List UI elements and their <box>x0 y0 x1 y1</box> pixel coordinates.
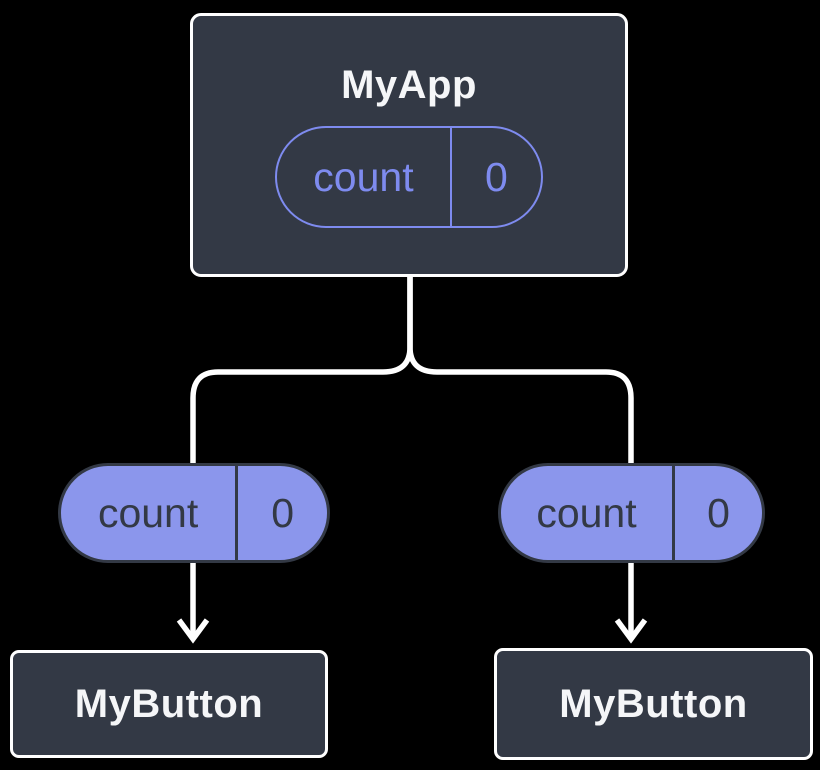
prop-pill-right: count 0 <box>498 463 765 563</box>
state-pill-value: 0 <box>485 153 508 200</box>
connector-branch-left <box>190 277 413 466</box>
arrow-left-head <box>176 618 210 644</box>
prop-pill-left-label: count <box>61 466 239 560</box>
mybutton-node-right: MyButton <box>494 648 813 760</box>
myapp-node: MyApp count 0 <box>190 13 628 277</box>
connector-branch-right <box>407 277 634 466</box>
state-pill: count 0 <box>275 126 543 228</box>
prop-pill-left: count 0 <box>58 463 330 563</box>
mybutton-left-title: MyButton <box>74 682 264 726</box>
state-pill-label: count <box>277 128 452 226</box>
arrow-right-head <box>614 618 648 644</box>
mybutton-right-title: MyButton <box>559 682 748 726</box>
mybutton-node-left: MyButton <box>10 650 328 758</box>
myapp-title: MyApp <box>341 63 477 107</box>
prop-pill-right-value: 0 <box>707 489 730 536</box>
prop-pill-right-label: count <box>501 466 675 560</box>
prop-pill-left-value: 0 <box>271 489 295 536</box>
